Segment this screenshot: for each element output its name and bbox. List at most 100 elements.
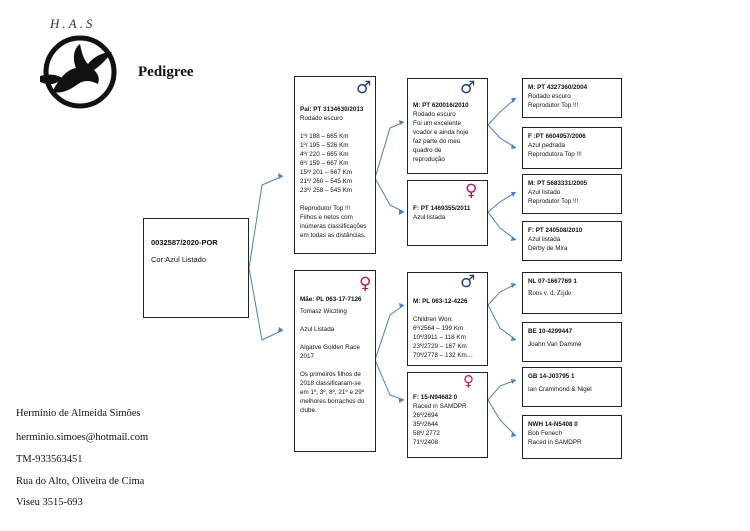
detail-line: Reprodutor Top !!! xyxy=(528,102,579,109)
detail-line: Derby de Mira xyxy=(528,245,568,252)
detail-line: Rons v. d. Zijde xyxy=(528,290,572,297)
detail-line: 15º/ 201 – 667 Km xyxy=(300,169,353,176)
detail-line: 23º/2729 – 167 Km xyxy=(413,343,467,350)
detail-line: Azul listada xyxy=(413,214,446,221)
dam-id: Mãe: PL 063-17-7126 xyxy=(300,296,362,303)
detail-line: Ian Crammond & Nigel xyxy=(528,386,592,393)
detail-line: 2018 classificaram-se xyxy=(300,380,361,387)
gg-details: Rons v. d. Zijde xyxy=(528,289,616,298)
gg-id: GB 14-J03795 1 xyxy=(528,373,575,380)
gg-id: F :PT 6604957/2006 xyxy=(528,133,586,140)
detail-line: 1º/ 188 – 665 Km xyxy=(300,133,349,140)
detail-line: 10º/3911 – 118 Km xyxy=(413,334,466,341)
detail-line: Rodado escuro xyxy=(528,93,571,100)
gg-card-7: GB 14-J03795 1 Ian Crammond & Nigel xyxy=(522,367,622,407)
dove-logo-icon xyxy=(40,35,117,109)
detail-line: faz parte do meu xyxy=(413,138,461,145)
detail-line: clube. xyxy=(300,407,317,414)
owner-address: Rua do Alto, Oliveira de Cima xyxy=(16,476,145,487)
detail-line: Reprodutora Top !!! xyxy=(528,151,582,158)
detail-line: 23º/ 258 – 545 Km xyxy=(300,187,353,194)
detail-line: em 1º, 3º, 8º, 21º e 29º xyxy=(300,389,365,396)
detail-line: melhores borrachos do xyxy=(300,398,365,405)
sire-id: Pai: PT 3134630/2013 xyxy=(300,106,364,113)
detail-line: 21º/ 260 – 545 Km xyxy=(300,178,353,185)
subject-color: Cor:Azul Listado xyxy=(151,255,207,264)
gg-card-6: BE 10-4299447 Joahn Van Damme xyxy=(522,322,622,362)
logo-letters: H.A.S xyxy=(50,16,96,31)
detail-line: Raced in SAMDPR xyxy=(413,403,467,410)
subject-card: 0032587/2020-POR Cor:Azul Listado xyxy=(143,218,249,318)
detail-line: 6º/2564 – 199 Km xyxy=(413,325,464,332)
gg-id: F: PT 240508/2010 xyxy=(528,227,583,234)
detail-line xyxy=(300,195,370,204)
detail-line: Os primeiros filhos de xyxy=(300,371,361,378)
detail-line: Azul listada xyxy=(528,236,561,243)
male-symbol-icon: ♂ xyxy=(460,272,476,292)
detail-line: 4º/ 220 – 665 Km xyxy=(300,151,349,158)
dam-sire-id: M: PL 063-12-4226 xyxy=(413,298,468,305)
detail-line: em todas as distâncias. xyxy=(300,232,366,239)
detail-line xyxy=(300,361,370,370)
detail-line: 2017 xyxy=(300,353,315,360)
sire-dam-details: Azul listada xyxy=(413,213,482,222)
detail-line: Raced in SAMDPR xyxy=(528,439,582,446)
detail-line: reprodução xyxy=(413,156,445,163)
detail-line: Children Won: xyxy=(413,316,453,323)
detail-line: Reprodutor Top !!! xyxy=(300,205,351,212)
gg-details: Joahn Van Damme xyxy=(528,340,616,349)
detail-line: Rodado escuro xyxy=(413,111,456,118)
owner-name: Hermínio de Almeida Simões xyxy=(16,408,141,419)
gg-id: NWH 14-N5408 0 xyxy=(528,421,578,428)
gg-id: BE 10-4299447 xyxy=(528,328,573,335)
owner-email[interactable]: herminio.simoes@hotmail.com xyxy=(16,432,149,443)
sire-dam-card: F: PT 1469355/2011 Azul listada xyxy=(407,180,488,246)
page-title: Pedigree xyxy=(138,64,194,80)
dam-dam-details: Raced in SAMDPR 26º/2694 35º/2644 58º/ 2772… xyxy=(413,402,482,447)
gg-details: Ian Crammond & Nigel xyxy=(528,385,616,394)
detail-line: Algarve Golden Race xyxy=(300,344,360,351)
owner-phone: TM-933563451 xyxy=(16,454,83,465)
sire-sire-id: M: PT 620016/2010 xyxy=(413,102,469,109)
gg-id: M: PT 5683331/2005 xyxy=(528,180,588,187)
detail-line: voador e ainda hoje xyxy=(413,129,469,136)
detail-line: quadro de xyxy=(413,147,442,154)
detail-line: 70º/2778 – 132 Km… xyxy=(413,352,474,359)
gg-id: NL 07-1667769 1 xyxy=(528,278,577,285)
dam-sire-card: M: PL 063-12-4226 Children Won: 6º/2564 –… xyxy=(407,272,488,366)
detail-line: Tomasz Wiczling xyxy=(300,308,347,315)
detail-line: 71º/2408 xyxy=(413,439,439,446)
detail-line: 1º/ 195 – 526 Km xyxy=(300,142,349,149)
detail-line: 58º/ 2772 xyxy=(413,430,440,437)
detail-line: Bob Fenech xyxy=(528,430,562,437)
dam-dam-id: F: 15-N94682 0 xyxy=(413,394,458,401)
detail-line xyxy=(300,123,370,132)
dam-dam-card: F: 15-N94682 0 Raced in SAMDPR 26º/2694 35… xyxy=(407,372,488,458)
gg-id: M: PT 4327360/2004 xyxy=(528,84,588,91)
detail-line: 6º/ 159 – 667 Km xyxy=(300,160,349,167)
sire-dam-id: F: PT 1469355/2011 xyxy=(413,205,471,212)
owner-postal: Viseu 3515-693 xyxy=(16,497,83,508)
dam-sire-details: Children Won: 6º/2564 – 199 Km 10º/3911 – … xyxy=(413,306,482,360)
detail-line: 35º/2644 xyxy=(413,421,439,428)
detail-line: Azul pedrada xyxy=(528,142,566,149)
gg-card-5: NL 07-1667769 1 Rons v. d. Zijde xyxy=(522,272,622,314)
female-symbol-icon: ♀ xyxy=(465,181,478,201)
detail-line xyxy=(300,316,370,325)
detail-line: 26º/2694 xyxy=(413,412,439,419)
detail-line: inúmeras classificações xyxy=(300,223,367,230)
detail-line: Foi um excelente xyxy=(413,120,461,127)
male-symbol-icon: ♂ xyxy=(460,78,476,98)
